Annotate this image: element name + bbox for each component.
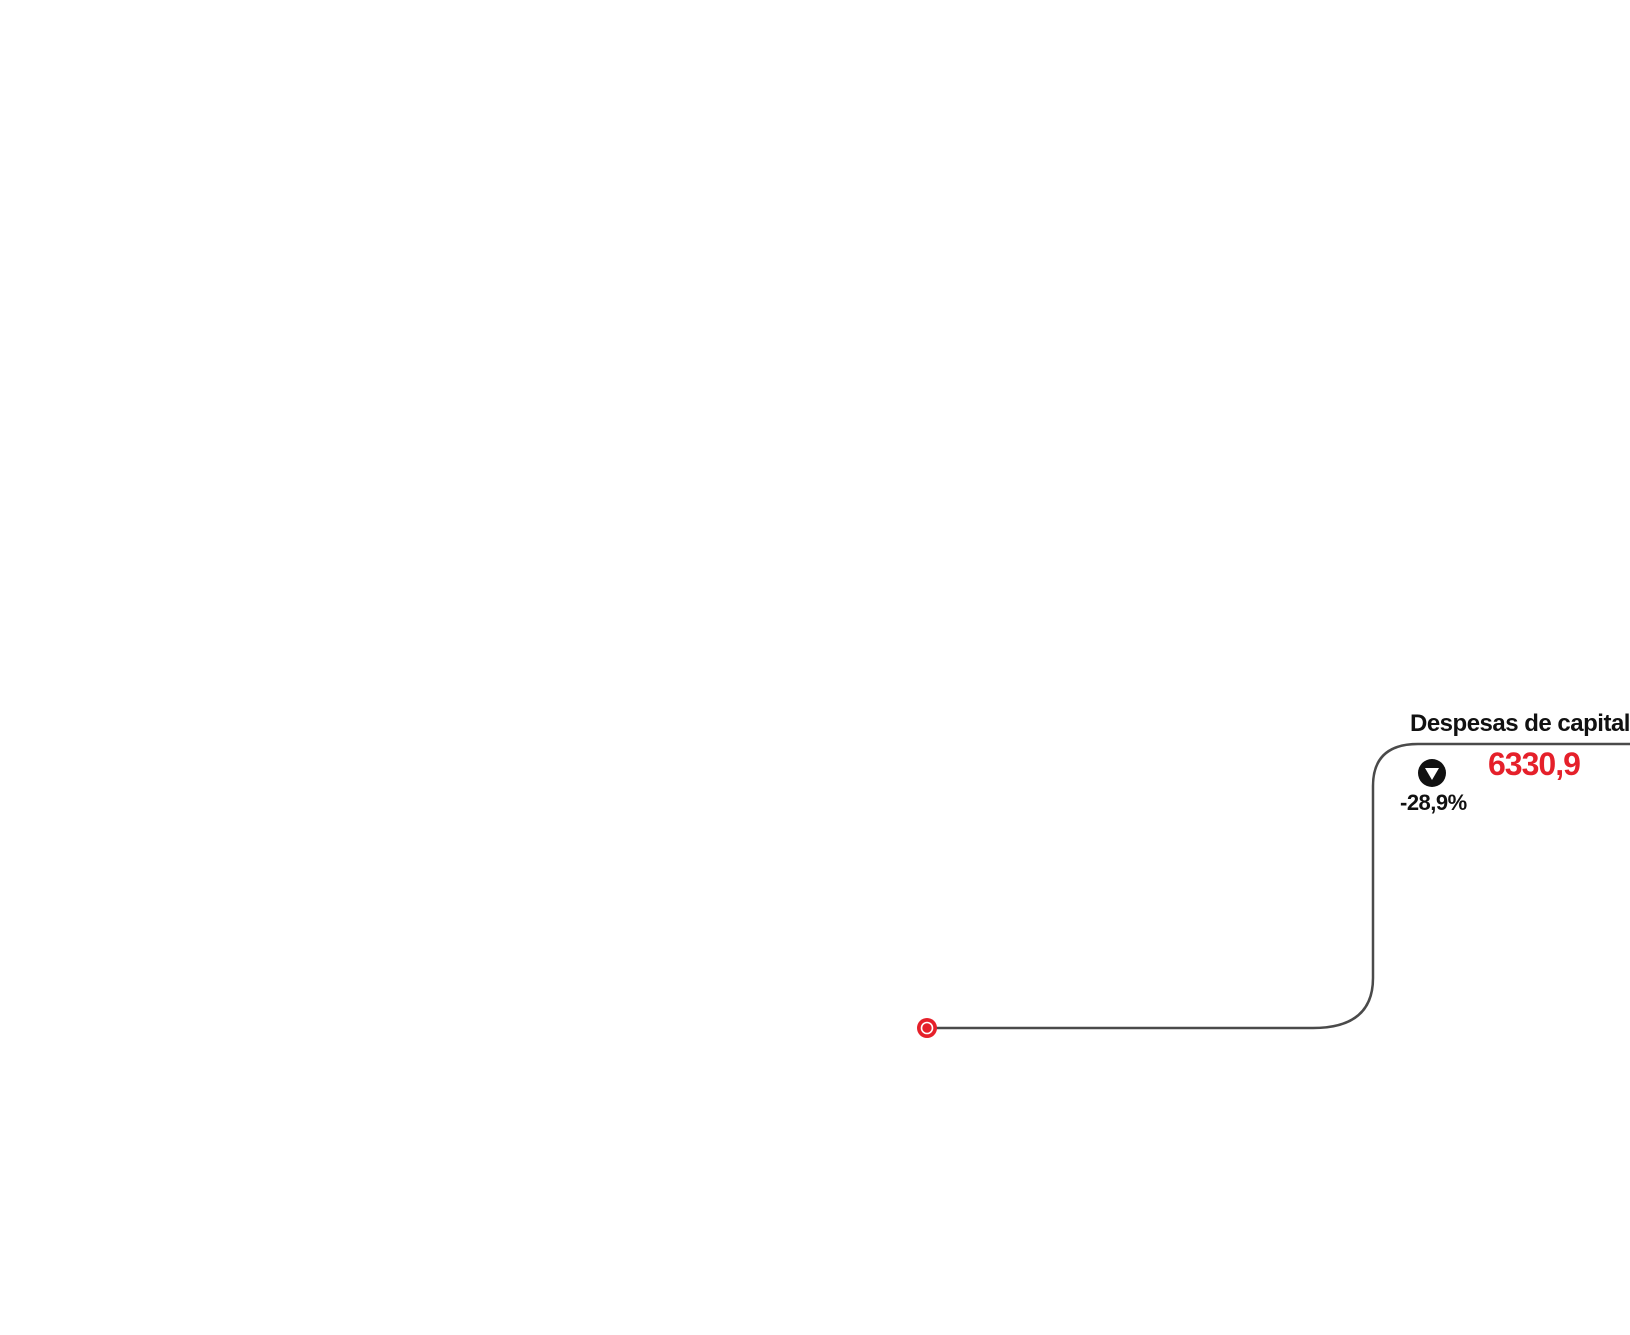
- change-percent: -28,9%: [1400, 790, 1467, 815]
- origin-dot-outer: [917, 1018, 937, 1038]
- origin-dot-inner: [920, 1021, 934, 1035]
- node-value: 6330,9: [1488, 746, 1581, 782]
- connector-line: [927, 742, 1630, 1030]
- node-title: Despesas de capital: [1410, 710, 1630, 737]
- triangle-down-icon: [1418, 759, 1446, 787]
